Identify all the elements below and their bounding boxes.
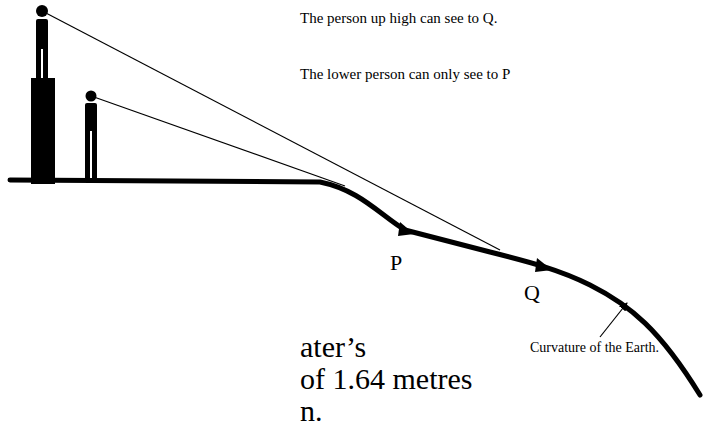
- body-text: ater’s: [300, 332, 366, 362]
- callout-text: Curvature of the Earth.: [530, 340, 660, 356]
- sight-line-high: [44, 12, 500, 250]
- person-low: [85, 91, 97, 180]
- earth-curve: [10, 180, 700, 395]
- note-text: The lower person can only see to P: [300, 66, 510, 83]
- leader-line: [600, 303, 627, 337]
- point-label: P: [390, 250, 402, 275]
- note-text: The person up high can see to Q.: [300, 10, 497, 27]
- body-text: n.: [300, 396, 323, 426]
- arrowhead-p: [398, 222, 414, 236]
- pillar: [31, 78, 55, 184]
- sight-line-low: [94, 97, 345, 186]
- arrowhead-q: [535, 258, 552, 272]
- body-text: of 1.64 metres: [300, 364, 472, 394]
- point-label: Q: [524, 280, 540, 305]
- person-high: [36, 5, 48, 78]
